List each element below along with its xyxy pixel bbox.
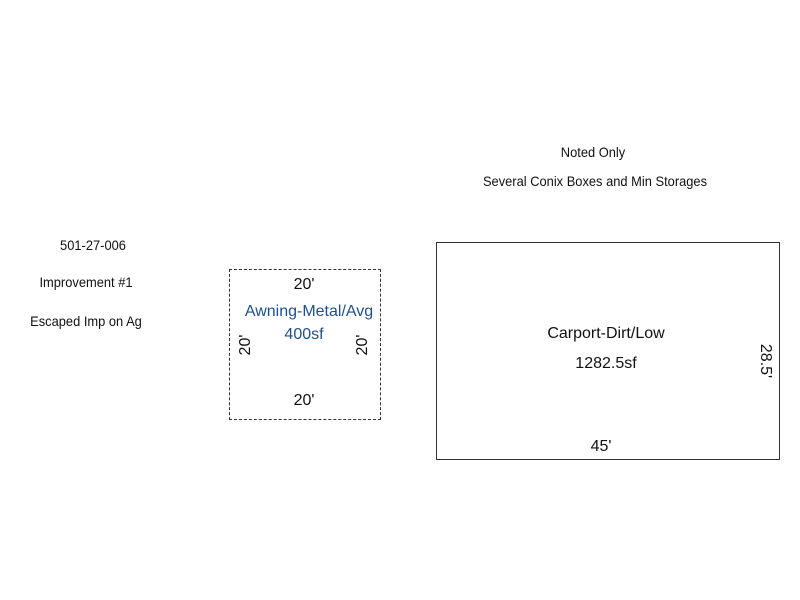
carport-outline [436, 242, 780, 460]
awning-outline [229, 269, 381, 420]
noted-only-label: Noted Only [560, 144, 626, 160]
awning-area: 400sf [284, 326, 324, 343]
improvement-label: Improvement #1 [39, 274, 133, 290]
awning-top-dimension: 20' [293, 276, 315, 293]
carport-label: Carport-Dirt/Low [547, 325, 665, 342]
awning-bottom-dimension: 20' [293, 392, 315, 409]
carport-bottom-dimension: 45' [590, 438, 612, 455]
parcel-id: 501-27-006 [60, 237, 126, 253]
awning-label: Awning-Metal/Avg [244, 303, 374, 320]
carport-area: 1282.5sf [575, 355, 637, 372]
awning-right-dimension: 20' [354, 334, 371, 356]
awning-left-dimension: 20' [237, 334, 254, 356]
escaped-imp-note: Escaped Imp on Ag [30, 313, 142, 329]
storage-note: Several Conix Boxes and Min Storages [482, 173, 708, 189]
carport-right-dimension: 28.5' [757, 343, 774, 379]
